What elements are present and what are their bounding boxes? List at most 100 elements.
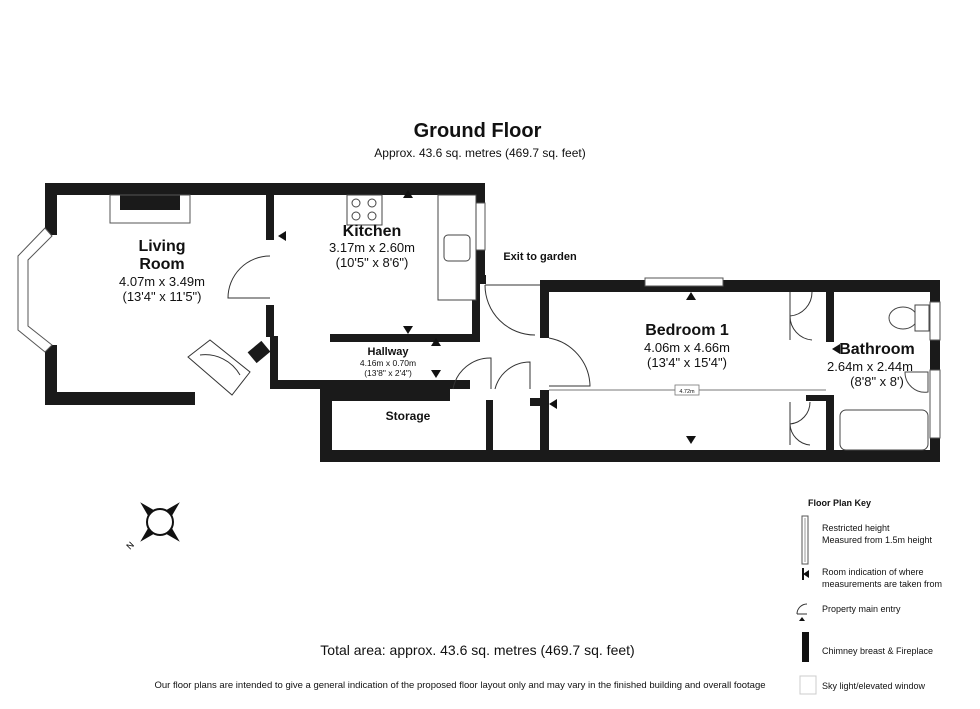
key-label-line2: Measured from 1.5m height xyxy=(822,535,933,545)
wall-wardrobe-lower-top xyxy=(806,395,832,401)
wall-storage-right xyxy=(486,400,493,452)
bath-basin xyxy=(904,371,929,393)
bathroom-metric: 2.64m x 2.44m xyxy=(827,359,913,374)
window-bath-lower xyxy=(929,369,941,439)
hallway-metric: 4.16m x 0.70m xyxy=(360,358,416,368)
hob-ring xyxy=(351,211,361,221)
exit-to-garden-label: Exit to garden xyxy=(503,251,577,263)
wall-living-left-upper xyxy=(45,183,57,235)
door-wardrobe-bottom xyxy=(789,401,811,446)
key-icons xyxy=(796,515,817,695)
marker-kitchen-bottom xyxy=(403,326,413,334)
doors xyxy=(227,255,813,446)
marker-kitchen-left xyxy=(278,231,286,241)
door-garden xyxy=(484,284,540,336)
wall-storage-left xyxy=(320,389,332,461)
key-label-line1: Room indication of where xyxy=(822,567,924,577)
bay-window xyxy=(17,227,53,353)
storage-name: Storage xyxy=(386,409,431,423)
hob xyxy=(346,194,383,226)
wall-hall-left xyxy=(270,336,278,386)
hallway-imperial: (13'8" x 2'4") xyxy=(364,368,412,378)
key-item-measurement: Room indication of where measurements ar… xyxy=(822,566,942,590)
wall-kitchen-right-step xyxy=(470,275,486,284)
restricted-height-line xyxy=(549,384,826,396)
wall-bedroom-bath-lower xyxy=(826,395,834,455)
bathroom-imperial: (8'8" x 8') xyxy=(850,374,904,389)
restricted-measure-label: 4.72m xyxy=(679,389,695,395)
kitchen-sink xyxy=(443,234,471,262)
fireplace-hearth xyxy=(109,194,191,224)
wall-kitchen-top xyxy=(266,183,484,195)
key-label-line1: Restricted height xyxy=(822,523,890,533)
wall-bedroom-left-upper xyxy=(540,280,549,338)
wall-kitchen-right-mid xyxy=(476,250,485,280)
window-bedroom xyxy=(644,277,724,287)
marker-bedroom-bottom xyxy=(686,436,696,444)
wall-living-left-lower xyxy=(45,345,57,405)
key-item-main-entry: Property main entry xyxy=(822,604,901,614)
living-room-metric: 4.07m x 3.49m xyxy=(119,274,205,289)
kitchen-name: Kitchen xyxy=(343,223,402,240)
wall-bath-right-bottom xyxy=(930,438,940,462)
marker-hall-top xyxy=(431,338,441,346)
living-room-name-1: Living xyxy=(138,238,185,255)
door-storage-a xyxy=(452,357,492,390)
floor-plan-key-title: Floor Plan Key xyxy=(808,498,872,508)
measurement-markers xyxy=(278,190,840,444)
main-entry-icon xyxy=(796,603,808,621)
main-entry-door xyxy=(187,339,251,396)
key-label-line2: measurements are taken from xyxy=(822,579,943,589)
window-bath-upper xyxy=(929,301,941,341)
door-bedroom xyxy=(548,337,591,387)
wall-hall-bottom xyxy=(270,380,470,389)
disclaimer: Our floor plans are intended to give a g… xyxy=(154,680,766,691)
wall-bedroom-top xyxy=(540,280,940,292)
compass-icon xyxy=(140,502,180,542)
floor-title: Ground Floor xyxy=(413,120,542,142)
window-kitchen xyxy=(475,202,486,251)
wall-entry-jamb xyxy=(247,340,271,364)
bedroom-imperial: (13'4" x 15'4") xyxy=(647,355,727,370)
kitchen-metric: 3.17m x 2.60m xyxy=(329,240,415,255)
key-item-skylight: Sky light/elevated window xyxy=(822,681,926,691)
wall-bottom-main xyxy=(320,450,940,462)
living-room-imperial: (13'4" x 11'5") xyxy=(123,289,202,304)
wall-living-kitchen-lower xyxy=(266,305,274,337)
bathroom-name: Bathroom xyxy=(839,341,915,358)
key-item-chimney: Chimney breast & Fireplace xyxy=(822,646,934,656)
door-wardrobe-top xyxy=(789,291,813,341)
hob-ring xyxy=(367,211,377,221)
key-item-restricted-height: Restricted height Measured from 1.5m hei… xyxy=(822,522,932,546)
wall-living-top xyxy=(45,183,280,195)
toilet xyxy=(888,306,918,330)
marker-bedroom-top xyxy=(686,292,696,300)
wall-kitchen-right-upper xyxy=(476,183,485,203)
hob-ring xyxy=(351,198,361,208)
wall-kitchen-bottom xyxy=(330,334,480,342)
hallway-name: Hallway xyxy=(368,346,410,358)
marker-bedroom-left xyxy=(549,399,557,409)
door-living-kitchen xyxy=(227,255,271,299)
wall-bath-right-top xyxy=(930,280,940,302)
marker-bath-left xyxy=(832,344,840,354)
wall-bedroom-left-lower xyxy=(540,390,549,452)
wall-bedroom-stub xyxy=(530,398,542,406)
fixtures xyxy=(346,194,930,451)
bathtub xyxy=(839,409,929,451)
wall-bedroom-bath-upper xyxy=(826,290,834,342)
restricted-height-icon xyxy=(801,515,809,565)
wall-kitchen-right-lower xyxy=(472,282,480,342)
marker-kitchen-top xyxy=(403,190,413,198)
compass-north-label: N xyxy=(124,540,136,552)
measurement-marker-icon xyxy=(802,568,809,580)
kitchen-imperial: (10'5" x 8'6") xyxy=(336,255,409,270)
wall-living-kitchen-upper xyxy=(266,195,274,240)
hob-ring xyxy=(367,198,377,208)
wall-storage-top xyxy=(320,389,450,401)
wall-living-bottom xyxy=(45,392,195,405)
chimney-icon xyxy=(802,632,809,662)
walls xyxy=(45,183,940,462)
floor-area-subtitle: Approx. 43.6 sq. metres (469.7 sq. feet) xyxy=(374,146,586,160)
